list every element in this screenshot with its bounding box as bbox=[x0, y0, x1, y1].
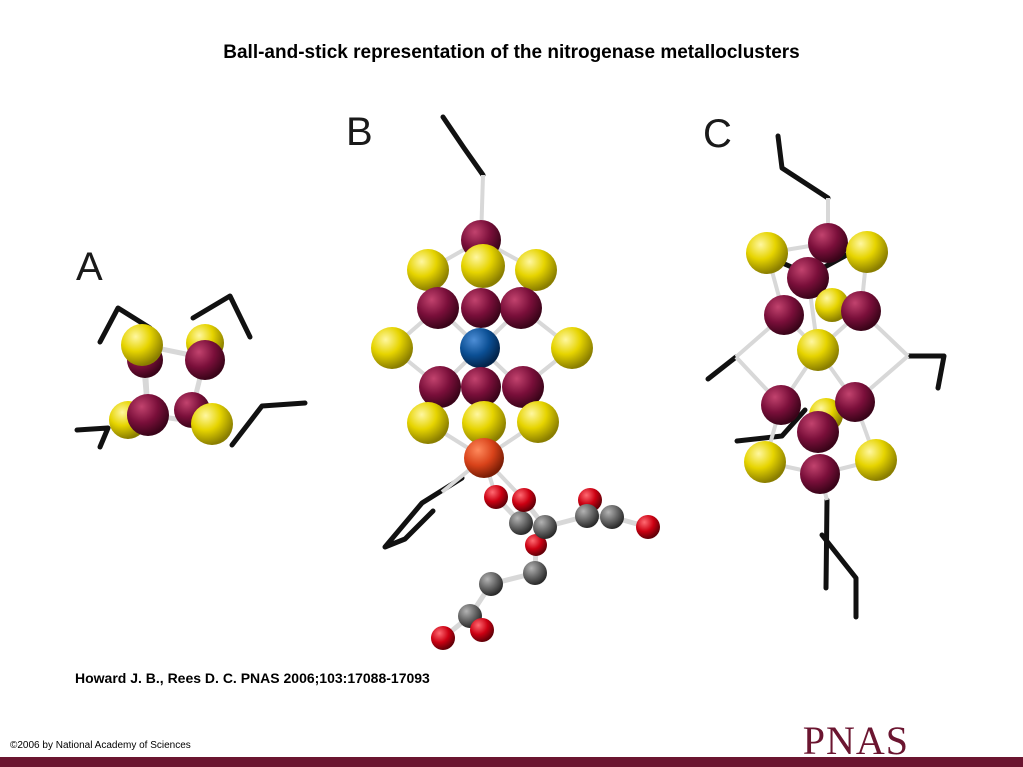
fe-atom bbox=[419, 366, 461, 408]
panel-label-c: C bbox=[703, 112, 732, 156]
c-atom bbox=[533, 515, 557, 539]
s-atom bbox=[515, 249, 557, 291]
o-atom bbox=[470, 618, 494, 642]
s-atom bbox=[744, 441, 786, 483]
panel-a-cluster bbox=[74, 293, 308, 450]
s-atom bbox=[371, 327, 413, 369]
journal-logo: PNAS bbox=[802, 718, 909, 763]
c-atom bbox=[479, 572, 503, 596]
o-atom bbox=[636, 515, 660, 539]
fe-atom bbox=[185, 340, 225, 380]
panel-b-cluster bbox=[371, 114, 660, 650]
fe-atom bbox=[761, 385, 801, 425]
panel-a-ligands bbox=[74, 293, 308, 450]
panel-label-a: A bbox=[76, 245, 103, 289]
fe-atom bbox=[800, 454, 840, 494]
c-atom bbox=[509, 511, 533, 535]
o-atom bbox=[484, 485, 508, 509]
s-atom bbox=[815, 288, 849, 322]
footer-bar bbox=[0, 757, 1023, 767]
central-atom bbox=[460, 328, 500, 368]
s-atom bbox=[407, 249, 449, 291]
c-atom bbox=[600, 505, 624, 529]
panel-label-b: B bbox=[346, 110, 373, 154]
fe-atom bbox=[764, 295, 804, 335]
s-atom bbox=[797, 329, 839, 371]
fe-atom bbox=[787, 257, 829, 299]
o-atom bbox=[512, 488, 536, 512]
s-atom bbox=[846, 231, 888, 273]
fe-atom bbox=[808, 223, 848, 263]
s-atom bbox=[855, 439, 897, 481]
citation: Howard J. B., Rees D. C. PNAS 2006;103:1… bbox=[75, 670, 430, 686]
fe-atom bbox=[461, 367, 501, 407]
fe-atom bbox=[461, 288, 501, 328]
copyright: ©2006 by National Academy of Sciences bbox=[10, 740, 191, 751]
fe-atom bbox=[417, 287, 459, 329]
s-atom bbox=[746, 232, 788, 274]
panel-b-ligands bbox=[382, 114, 486, 550]
fe-atom bbox=[502, 366, 544, 408]
s-atom bbox=[191, 403, 233, 445]
fe-atom bbox=[835, 382, 875, 422]
panel-c-cluster bbox=[705, 133, 947, 620]
fe-atom bbox=[797, 411, 839, 453]
c-atom bbox=[523, 561, 547, 585]
o-atom bbox=[431, 626, 455, 650]
s-atom bbox=[551, 327, 593, 369]
s-atom bbox=[121, 324, 163, 366]
fe-atom bbox=[500, 287, 542, 329]
mo-atom bbox=[464, 438, 504, 478]
s-atom bbox=[407, 402, 449, 444]
s-atom bbox=[462, 401, 506, 445]
fe-atom bbox=[841, 291, 881, 331]
slide-title: Ball-and-stick representation of the nit… bbox=[223, 42, 800, 63]
o-atom bbox=[525, 534, 547, 556]
fe-atom bbox=[127, 394, 169, 436]
s-atom bbox=[517, 401, 559, 443]
c-atom bbox=[575, 504, 599, 528]
s-atom bbox=[461, 244, 505, 288]
